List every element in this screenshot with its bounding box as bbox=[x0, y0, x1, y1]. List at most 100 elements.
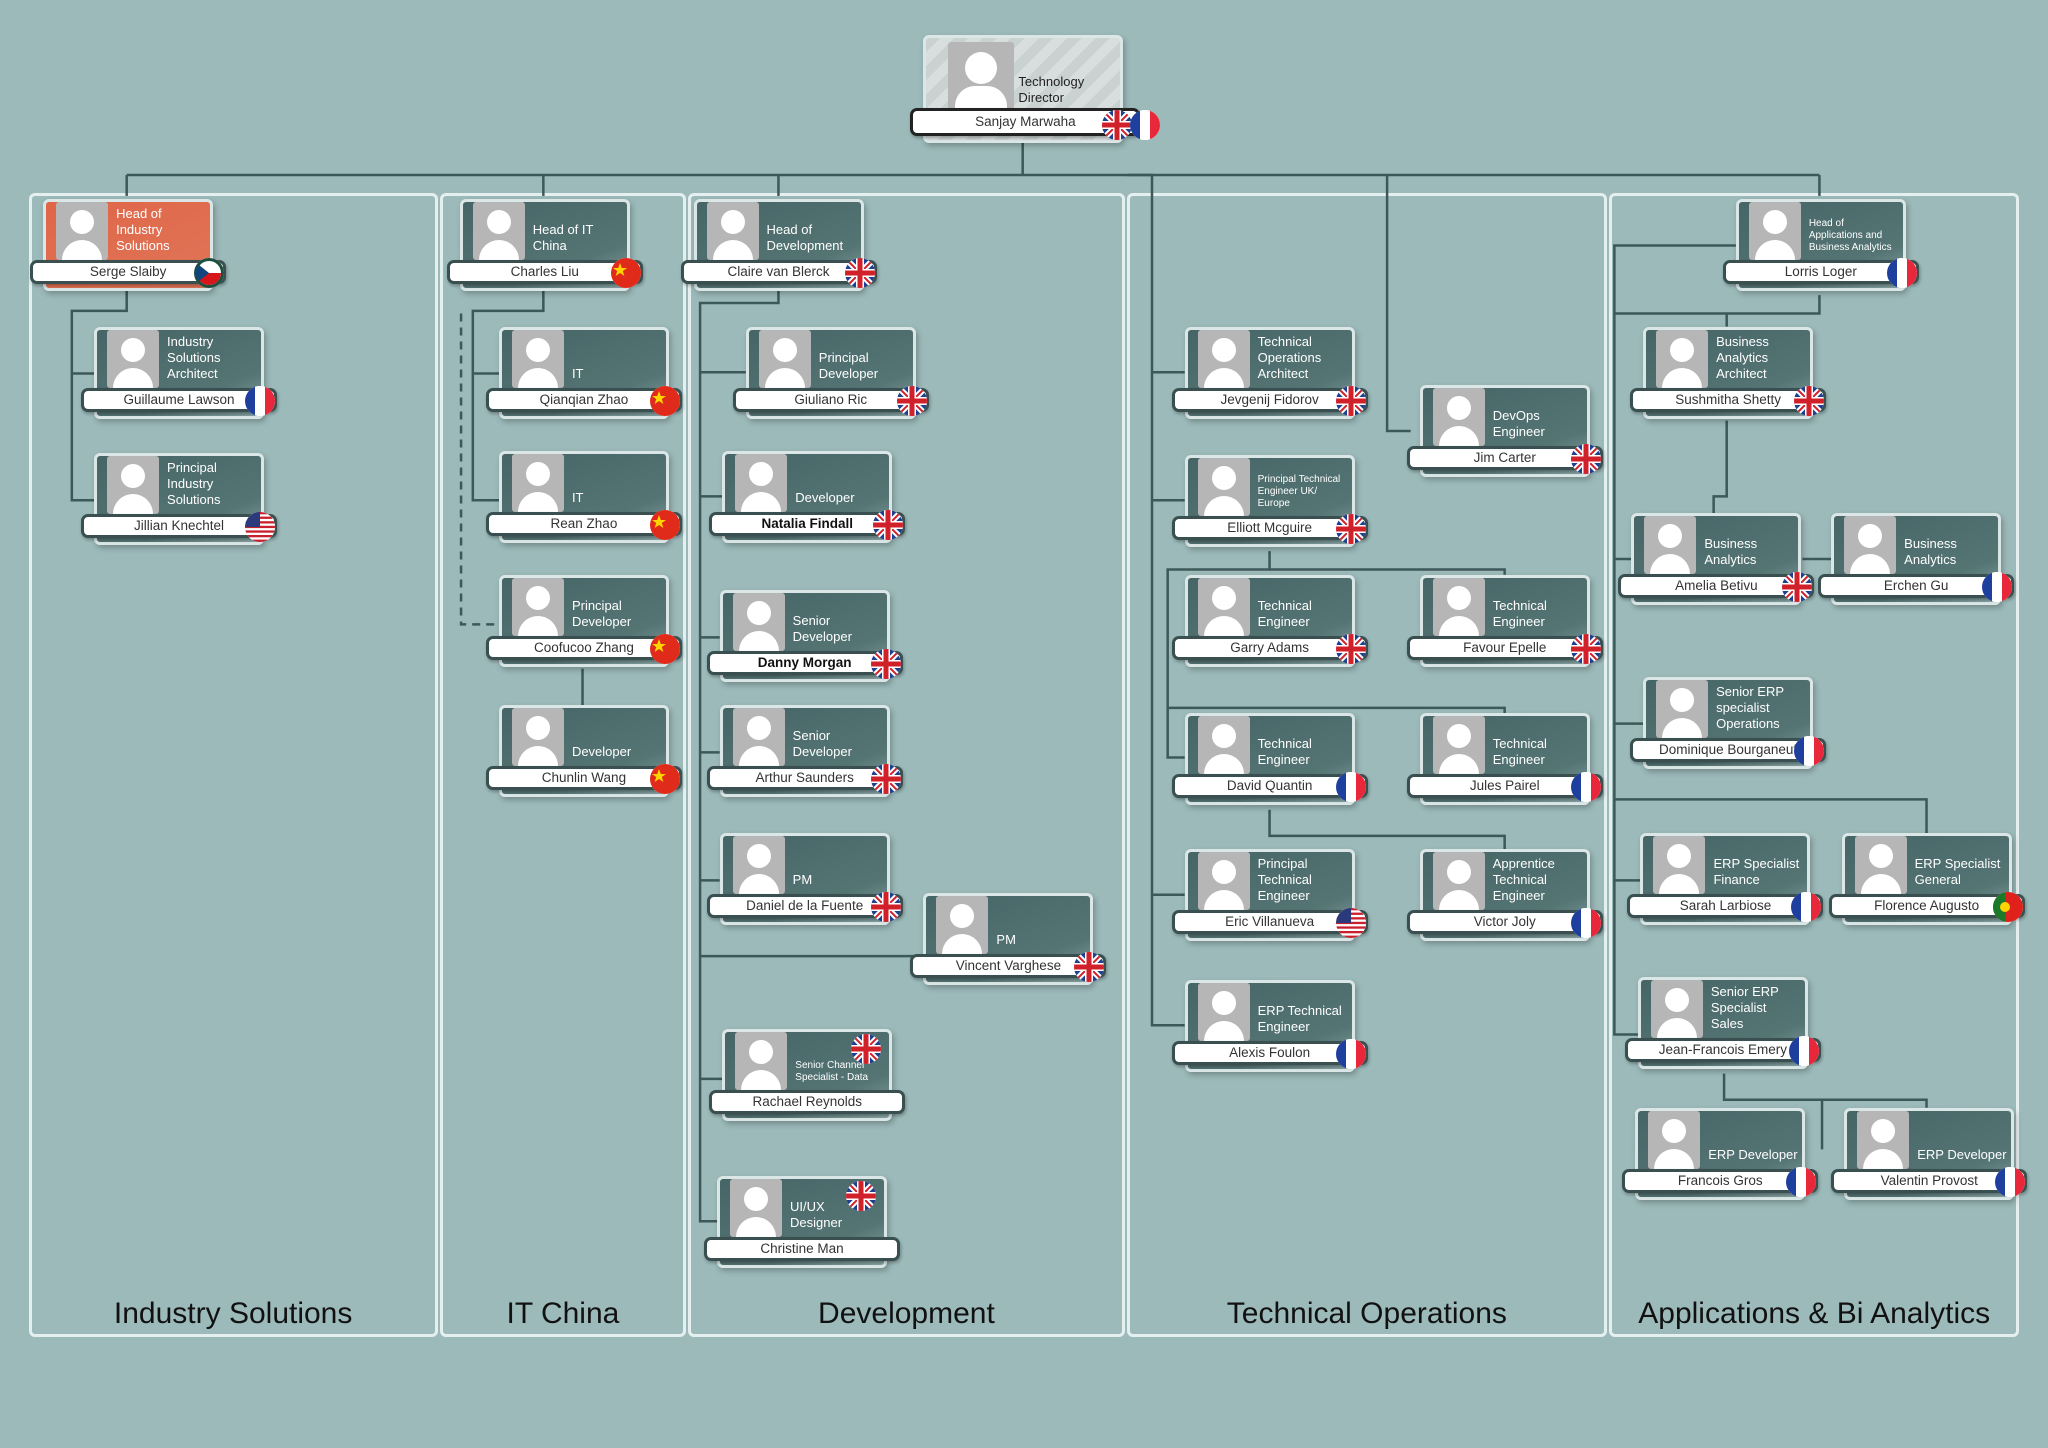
flag-pt-icon bbox=[1992, 892, 2023, 923]
person-name: Charles Liu bbox=[446, 259, 643, 284]
person-name: Christine Man bbox=[704, 1236, 901, 1261]
person-name: Sushmitha Shetty bbox=[1630, 387, 1827, 412]
person-card[interactable]: Head of Applications and Business Analyt… bbox=[1722, 198, 1919, 291]
person-card[interactable]: Principal Industry Solutions Jillian Kne… bbox=[81, 453, 278, 546]
flag-uk-icon bbox=[844, 257, 875, 288]
avatar-placeholder-icon bbox=[1648, 1110, 1701, 1169]
person-card[interactable]: Senior ERP specialist Operations Dominiq… bbox=[1630, 676, 1827, 769]
person-title: IT bbox=[571, 489, 584, 505]
person-card[interactable]: Apprentice Technical Engineer Victor Jol… bbox=[1406, 848, 1603, 941]
person-card[interactable]: Principal Technical Engineer Eric Villan… bbox=[1171, 848, 1368, 941]
person-name: Amelia Betivu bbox=[1618, 574, 1815, 599]
person-name: Serge Slaiby bbox=[30, 259, 227, 284]
person-card[interactable]: IT Rean Zhao bbox=[485, 450, 682, 543]
person-name: Chunlin Wang bbox=[485, 766, 682, 791]
person-title: ERP Technical Engineer bbox=[1257, 1002, 1342, 1034]
person-title: Business Analytics bbox=[1904, 536, 1957, 568]
person-name: Jules Pairel bbox=[1406, 774, 1603, 799]
person-card[interactable]: Developer Chunlin Wang bbox=[485, 705, 682, 798]
person-card[interactable]: ERP Developer Francois Gros bbox=[1622, 1107, 1819, 1200]
country-flags bbox=[1335, 907, 1366, 938]
person-name: Dominique Bourganeuf bbox=[1630, 737, 1827, 762]
person-card[interactable]: Senior Developer Arthur Saunders bbox=[706, 705, 903, 798]
person-title: PM bbox=[996, 932, 1016, 948]
person-name: Guillaume Lawson bbox=[81, 387, 278, 412]
person-title: Principal Industry Solutions bbox=[167, 460, 221, 508]
avatar-placeholder-icon bbox=[1656, 329, 1709, 388]
section-development: Development bbox=[688, 193, 1125, 1338]
person-title: Principal Technical Engineer UK/ Europe bbox=[1257, 473, 1341, 509]
person-name: Sanjay Marwaha bbox=[910, 108, 1141, 137]
person-card[interactable]: ERP Specialist General Florence Augusto bbox=[1828, 833, 2025, 926]
connector-line bbox=[1614, 798, 1928, 834]
person-card[interactable]: DevOps Engineer Jim Carter bbox=[1406, 385, 1603, 478]
person-card[interactable]: Senior Channel Specialist - Data Rachael… bbox=[709, 1029, 906, 1122]
person-card[interactable]: Senior Developer Danny Morgan bbox=[706, 590, 903, 683]
person-title: Senior ERP specialist Operations bbox=[1716, 683, 1784, 731]
person-title: Senior ERP Specialist Sales bbox=[1710, 983, 1779, 1031]
person-title: Head of Applications and Business Analyt… bbox=[1808, 217, 1892, 253]
country-flags bbox=[846, 1180, 877, 1211]
person-card[interactable]: Business Analytics Erchen Gu bbox=[1818, 513, 2015, 606]
person-title: ERP Developer bbox=[1917, 1146, 2007, 1162]
avatar-placeholder-icon bbox=[1197, 716, 1250, 775]
country-flags bbox=[649, 385, 680, 416]
person-name: Erchen Gu bbox=[1818, 574, 2015, 599]
avatar-placeholder-icon bbox=[1197, 577, 1250, 636]
person-card[interactable]: Principal Developer Giuliano Ric bbox=[732, 326, 929, 419]
country-flags bbox=[1788, 1035, 1819, 1066]
flag-uk-icon bbox=[1074, 952, 1105, 983]
person-name: Jillian Knechtel bbox=[81, 514, 278, 539]
person-card[interactable]: UI/UX Designer Christine Man bbox=[704, 1175, 901, 1268]
person-card[interactable]: ERP Technical Engineer Alexis Foulon bbox=[1171, 979, 1368, 1072]
person-name: Sarah Larbiose bbox=[1627, 894, 1824, 919]
section-itchina: IT China bbox=[440, 193, 686, 1338]
avatar-placeholder-icon bbox=[1644, 516, 1697, 575]
country-flags bbox=[870, 764, 901, 795]
person-card[interactable]: Technical Engineer Favour Epelle bbox=[1406, 574, 1603, 667]
person-card[interactable]: Senior ERP Specialist Sales Jean-Francoi… bbox=[1624, 976, 1821, 1069]
connector-line bbox=[1166, 551, 1271, 759]
person-card[interactable]: Technical Engineer David Quantin bbox=[1171, 713, 1368, 806]
country-flags bbox=[1794, 385, 1825, 416]
person-card[interactable]: Technical Engineer Garry Adams bbox=[1171, 574, 1368, 667]
person-title: Senior Developer bbox=[792, 728, 852, 760]
avatar-placeholder-icon bbox=[936, 896, 989, 955]
person-card[interactable]: Technology Director Sanjay Marwaha bbox=[910, 35, 1161, 144]
person-card[interactable]: IT Qianqian Zhao bbox=[485, 326, 682, 419]
person-card[interactable]: Technical Operations Architect Jevgenij … bbox=[1171, 326, 1368, 419]
person-card[interactable]: Head of IT China Charles Liu bbox=[446, 198, 643, 291]
person-name: Lorris Loger bbox=[1722, 259, 1919, 284]
flag-uk-icon bbox=[1570, 633, 1601, 664]
person-card[interactable]: ERP Developer Valentin Provost bbox=[1831, 1107, 2028, 1200]
person-card[interactable]: ERP Specialist Finance Sarah Larbiose bbox=[1627, 833, 1824, 926]
flag-fr-icon bbox=[1130, 110, 1161, 141]
person-card[interactable]: Industry Solutions Architect Guillaume L… bbox=[81, 326, 278, 419]
person-card[interactable]: Principal Developer Coofucoo Zhang bbox=[485, 574, 682, 667]
dotted-line-connector bbox=[459, 313, 499, 626]
flag-fr-icon bbox=[1570, 772, 1601, 803]
connector-line bbox=[70, 289, 128, 502]
country-flags bbox=[1335, 1038, 1366, 1069]
person-title: Technical Engineer bbox=[1257, 597, 1312, 629]
person-card[interactable]: PM Vincent Varghese bbox=[910, 893, 1107, 986]
person-card[interactable]: Business Analytics Amelia Betivu bbox=[1618, 513, 1815, 606]
avatar-placeholder-icon bbox=[472, 201, 525, 260]
person-card[interactable]: PM Daniel de la Fuente bbox=[706, 833, 903, 926]
flag-uk-icon bbox=[873, 509, 904, 540]
person-card[interactable]: Head of Industry Solutions Serge Slaiby bbox=[30, 198, 227, 291]
avatar-placeholder-icon bbox=[1656, 679, 1709, 738]
person-card[interactable]: Technical Engineer Jules Pairel bbox=[1406, 713, 1603, 806]
flag-fr-icon bbox=[1570, 907, 1601, 938]
person-card[interactable]: Head of Development Claire van Blerck bbox=[680, 198, 877, 291]
avatar-placeholder-icon bbox=[1854, 836, 1907, 895]
person-title: Principal Developer bbox=[818, 349, 879, 381]
person-card[interactable]: Business Analytics Architect Sushmitha S… bbox=[1630, 326, 1827, 419]
person-title: Head of IT China bbox=[532, 221, 594, 253]
person-card[interactable]: Principal Technical Engineer UK/ Europe … bbox=[1171, 454, 1368, 547]
flag-uk-icon bbox=[870, 892, 901, 923]
avatar-placeholder-icon bbox=[1432, 851, 1485, 910]
country-flags bbox=[1786, 1166, 1817, 1197]
person-card[interactable]: Developer Natalia Findall bbox=[709, 450, 906, 543]
section-label: Technical Operations bbox=[1226, 1297, 1507, 1331]
